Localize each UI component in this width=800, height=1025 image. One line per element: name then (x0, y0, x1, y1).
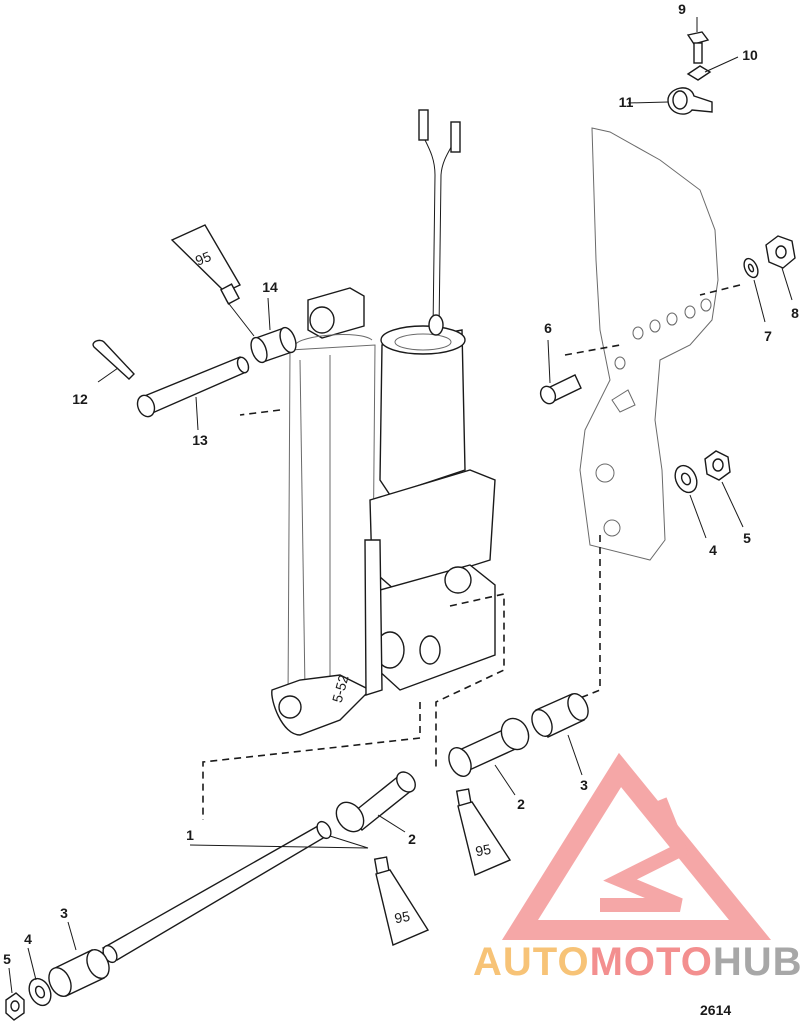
callout-2: 2 (408, 831, 416, 847)
part-1-pivot-tube (101, 820, 332, 964)
assembly-guide-lines (202, 284, 741, 820)
part-6-bolt (539, 374, 582, 405)
callout-numbers: 1 2 2 3 3 4 4 5 5 6 7 8 9 10 11 12 13 14 (3, 1, 799, 967)
part-10-washer (686, 65, 712, 81)
callout-4: 4 (709, 542, 717, 558)
callout-9: 9 (678, 1, 686, 17)
callout-5: 5 (3, 951, 11, 967)
part-7-washer (743, 257, 759, 279)
sealant-tube-label: 95 (474, 841, 492, 859)
callout-8: 8 (791, 305, 799, 321)
part-2-bushing-left (335, 771, 416, 833)
callout-12: 12 (72, 391, 88, 407)
svg-text:5-52: 5-52 (329, 673, 352, 704)
part-5-nut-left (5, 992, 25, 1021)
pump-motor (364, 109, 496, 696)
part-8-nut (765, 235, 796, 269)
figure-number: 2614 (700, 1002, 731, 1018)
part-3-bushing-right (531, 693, 589, 738)
callout-14: 14 (262, 279, 278, 295)
part-4-washer-left (28, 977, 52, 1007)
part-5-nut-right (704, 450, 731, 481)
sealant-tube-middle: 95 (455, 788, 512, 876)
stern-bracket (579, 127, 719, 561)
callout-7: 7 (764, 328, 772, 344)
leader-lines (8, 17, 793, 994)
callout-10: 10 (742, 47, 758, 63)
callout-2: 2 (517, 796, 525, 812)
callout-13: 13 (192, 432, 208, 448)
part-9-screw (686, 31, 710, 64)
callout-3: 3 (60, 905, 68, 921)
sealant-tube-upper: 95 (170, 224, 241, 305)
watermark-text: AUTOMOTOHUB (473, 940, 800, 984)
sealant-tube-label: 95 (193, 248, 214, 269)
trim-cylinder: 5-52 (271, 287, 376, 736)
part-14-bushing (250, 326, 297, 364)
watermark-logo-mark (501, 752, 772, 940)
part-12-pin (92, 339, 135, 380)
callout-5: 5 (743, 530, 751, 546)
part-11-clamp (667, 87, 713, 115)
callout-6: 6 (544, 320, 552, 336)
sealant-tube-lower: 95 (373, 856, 430, 946)
callout-4: 4 (24, 931, 32, 947)
part-2-bushing-right (448, 717, 530, 777)
sealant-tube-label: 95 (393, 908, 411, 926)
part-4-washer-right (674, 464, 698, 494)
callout-11: 11 (619, 94, 634, 110)
part-3-bushing-left (48, 949, 110, 997)
callout-3: 3 (580, 777, 588, 793)
part-13-upper-pin (136, 356, 250, 418)
automotohub-watermark: AUTOMOTOHUB (473, 752, 800, 984)
callout-1: 1 (186, 827, 194, 843)
